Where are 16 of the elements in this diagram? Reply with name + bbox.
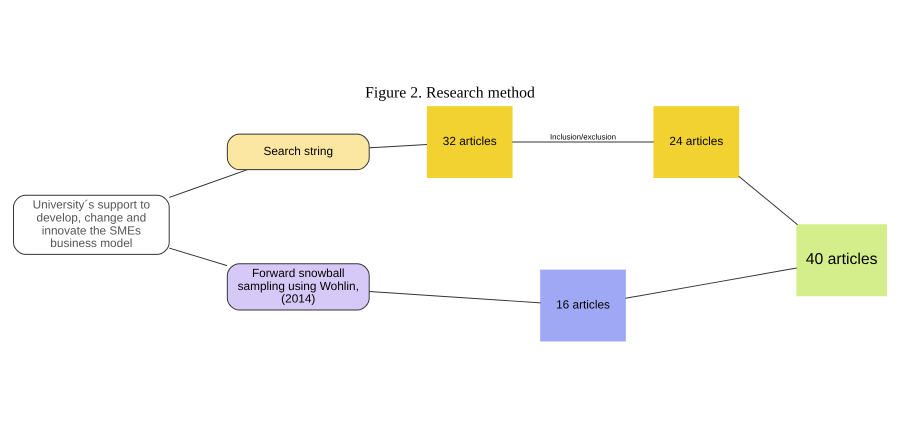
node-box: 16 articles (540, 270, 626, 342)
node-box: University´s support to develop, change and innovate the SMEs business model (13, 194, 170, 255)
connector (738, 176, 798, 226)
connector (625, 268, 798, 299)
node-box: 24 articles (653, 106, 740, 178)
node-box: 32 articles (426, 106, 513, 178)
connector (168, 248, 228, 266)
connector (168, 169, 248, 198)
diagram-title: Figure 2. Research method (365, 84, 535, 102)
connector (369, 291, 542, 304)
node-box: Search string (226, 134, 370, 170)
node-box: 40 articles (796, 224, 887, 296)
edge-label: Inclusion/exclusion (550, 132, 616, 142)
node-box: Forward snowball sampling using Wohlin, (2014) (226, 263, 370, 311)
connector (512, 142, 654, 143)
connector (369, 144, 428, 148)
